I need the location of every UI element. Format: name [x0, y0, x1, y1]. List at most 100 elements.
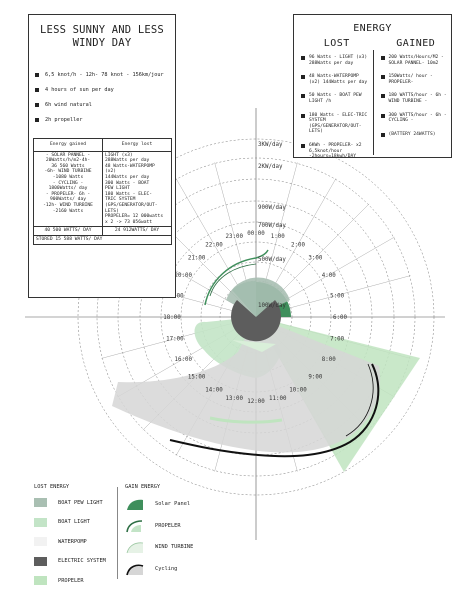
hour-label: 2:00 [291, 242, 305, 248]
gained-line: - SOLAR PANNEL - [45, 152, 91, 158]
hour-label: 9:00 [308, 374, 322, 380]
bullet-item: 4 hours of sun per day [35, 87, 175, 93]
ring-label: 500W/day [258, 257, 286, 263]
bullet-item: 6h wind natural [35, 102, 175, 108]
swatch-electric-system [34, 556, 47, 566]
scenario-panel: LESS SUNNY AND LESS WINDY DAY 6,5 knot/h… [28, 14, 176, 298]
gained-line: - PROPELER- 6h - [45, 191, 91, 197]
lost-line: (GPS/GENERATOR/OUT- [105, 202, 158, 208]
gain-energy-legend: GAIN ENERGY Solar Panel PROPELER WIND TU… [125, 484, 193, 583]
legend-divider [117, 487, 118, 579]
hour-label: 20:00 [175, 273, 193, 279]
gained-line: -6h- WIND TURBINE [44, 169, 92, 175]
scenario-bullets: 6,5 knot/h - 12h- 78 knot - 156km/jour 4… [29, 72, 175, 123]
scenario-title: LESS SUNNY AND LESS WINDY DAY [29, 24, 175, 50]
wind-turbine-icon [126, 542, 144, 554]
total-lost: 24 912WATTS/ DAY [102, 226, 172, 236]
bullet-square-icon [301, 56, 305, 60]
swatch-boat-pew-light [34, 498, 47, 507]
gained-line: -2160 Watts [52, 208, 84, 214]
lost-legend-title: LOST ENERGY [34, 484, 70, 490]
gained-item: 150Watts/ hour - PROPELER- [380, 74, 452, 85]
energy-panel: ENERGY LOST 96 Watts - LIGHT (x3) 288Wat… [293, 14, 452, 159]
bullet-square-icon [301, 113, 305, 118]
ring [77, 138, 435, 496]
lost-column: LOST 96 Watts - LIGHT (x3) 288Watts per … [294, 38, 373, 168]
hour-spoke [264, 178, 337, 302]
lost-line: x 2 -> 73 056watt [105, 219, 153, 225]
bullet-square-icon [380, 132, 385, 137]
header-energy-lost: Energy lost [102, 138, 172, 152]
bullet-square-icon [301, 75, 305, 80]
hour-label: 7:00 [330, 337, 344, 343]
hour-label: 17:00 [166, 337, 184, 343]
gained-line: - CYCLING - [52, 180, 84, 186]
ring-label: 700W/day [258, 223, 286, 229]
bullet-square-icon [35, 103, 39, 107]
lost-line: 288Watts per day [105, 158, 150, 164]
gained-line: -1080 Watts [52, 174, 84, 180]
bullet-item: 6,5 knot/h - 12h- 78 knot - 156km/jour [35, 72, 175, 78]
ring-label: 100W/day [258, 303, 286, 309]
lost-line: PROPELER= 12 000watts [105, 214, 164, 220]
wind-turbine-mark [209, 416, 283, 424]
bullet-square-icon [380, 94, 385, 99]
lost-line: TRIC SYSTEM [105, 197, 136, 203]
wind-turbine-mark-2 [232, 340, 276, 352]
propeler-icon-fill [131, 524, 141, 532]
hour-label: 4:00 [322, 273, 336, 279]
gained-column: GAINED 200 Watts/Hours/M2 - SOLAR PANNEL… [372, 38, 452, 155]
ring-label: 2KW/day [258, 164, 283, 170]
gained-item: 200 Watts/Hours/M2 - SOLAR PANNEL- 10m2 [380, 55, 452, 66]
hour-spoke [214, 162, 252, 300]
gained-line: 1800Watts/ day [48, 186, 88, 192]
hour-label: 8:00 [322, 357, 336, 363]
ring-labels: 3KW/day 2KW/day 900W/day 700W/day 500W/d… [258, 142, 286, 309]
scenario-title-line2: WINDY DAY [72, 37, 132, 49]
header-energy-gained: Energy gained [33, 138, 103, 152]
lost-item: 48 Watts-WATERPOMP (x2) 144Watts per day [301, 74, 373, 85]
propeler-outline [209, 263, 257, 297]
propeler-icon [126, 519, 143, 532]
gained-item: 300 WATTS/hour - 6h - CYCLING - [380, 113, 452, 124]
energy-title: ENERGY [353, 23, 392, 34]
hour-label: 00:00 [247, 231, 265, 237]
total-gained: 40 500 WATTS/ DAY [33, 226, 103, 236]
bullet-square-icon [35, 118, 39, 122]
legend-item: Cycling [125, 562, 193, 576]
bullet-square-icon [380, 113, 385, 118]
hour-label: 21:00 [188, 256, 206, 262]
gained-line: -12h- WIND TURBINE [43, 202, 93, 208]
bullet-square-icon [35, 73, 39, 77]
lost-item: 96 Watts - LIGHT (x3) 288Watts per day [301, 55, 373, 66]
legend-item: Solar Panel [125, 497, 193, 511]
bullet-square-icon [35, 88, 39, 92]
gained-item: (BATTERY 24WATTS) [380, 132, 452, 138]
lost-line: 180 Watts - ELEC- [105, 191, 153, 197]
lost-item: 6KWh - PROPELER- x2 6,5knot/hour -2hours… [301, 143, 373, 160]
lost-line: (x2) [105, 169, 117, 175]
cycling-icon-fill [127, 564, 143, 575]
wind-turbine-icon-line [126, 542, 144, 554]
hour-spoke [273, 275, 411, 313]
lost-item: 180 Watts - ELEC-TRIC SYSTEM (GPS/GENERA… [301, 113, 373, 135]
ring-label: 3KW/day [258, 142, 283, 148]
lost-energy-legend: LOST ENERGY BOAT PEW LIGHT BOAT LIGHT WA… [34, 484, 106, 595]
legend-item: BOAT LIGHT [34, 517, 106, 528]
legend-item: PROPELER [125, 519, 193, 533]
hour-label: 18:00 [163, 315, 181, 321]
swatch-propeler [34, 576, 47, 586]
gain-legend-title: GAIN ENERGY [125, 484, 161, 490]
hour-label: 16:00 [175, 357, 193, 363]
bullet-square-icon [301, 94, 305, 99]
hour-label: 23:00 [226, 234, 244, 240]
ring-label: 900W/day [258, 205, 286, 211]
cycling-area [112, 317, 381, 453]
legend-item: PROPELER [34, 575, 106, 586]
cycling-icon [126, 563, 144, 575]
hour-label: 12:00 [247, 399, 265, 405]
legend-item: WIND TURBINE [125, 540, 193, 554]
lost-line: LIGHT (x3) [105, 152, 133, 158]
legend-item: ELECTRIC SYSTEM [34, 556, 106, 567]
